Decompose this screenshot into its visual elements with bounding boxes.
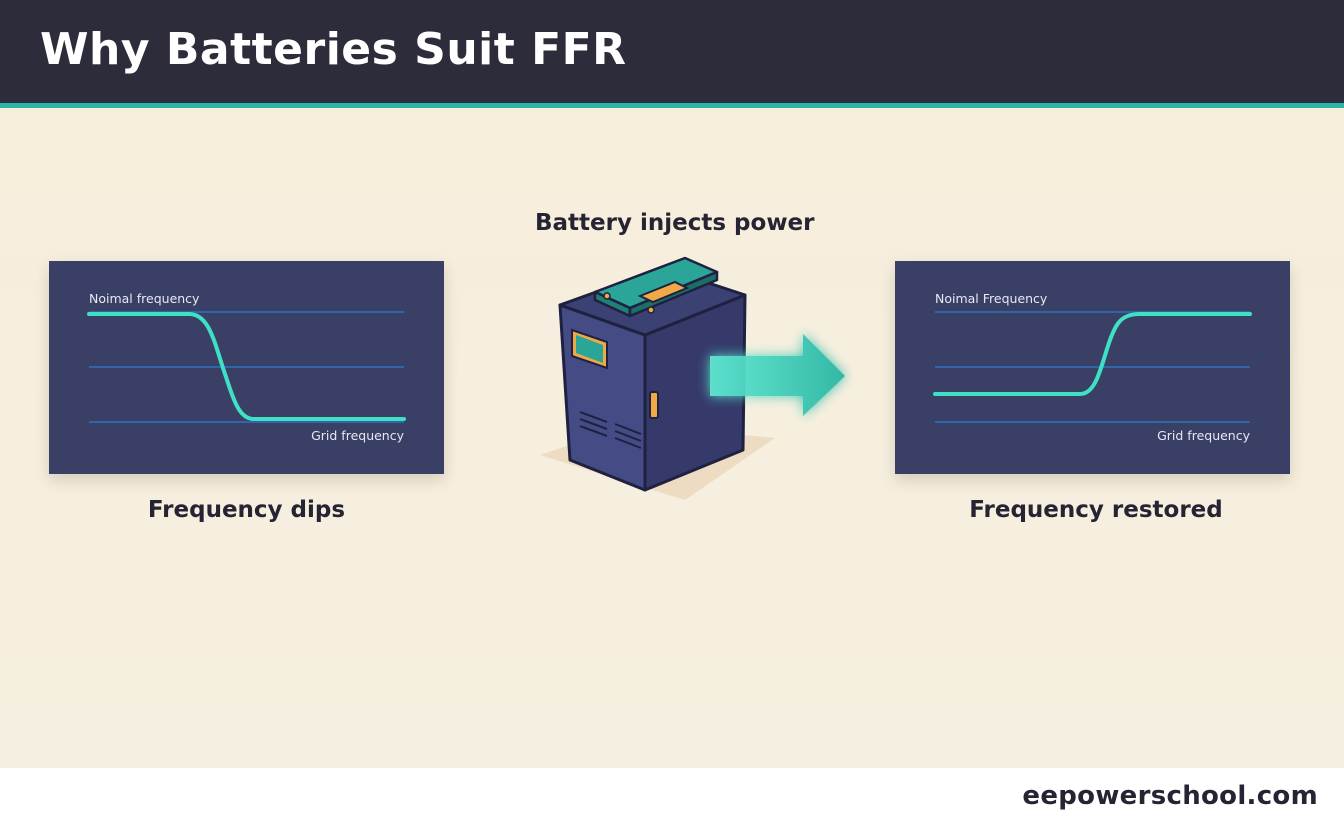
nominal-frequency-label: Noimal frequency [89, 291, 200, 306]
footer-bar [0, 768, 1344, 825]
frequency-dip-plot [87, 311, 406, 423]
header-bar: Why Batteries Suit FFR [0, 0, 1344, 103]
cabinet-handle-icon [649, 391, 659, 419]
grid-frequency-label: Grid frequency [1157, 428, 1250, 443]
frequency-dip-panel: Noimal frequency Grid frequency [49, 261, 444, 474]
frequency-restored-panel: Noimal Frequency Grid frequency [895, 261, 1290, 474]
frequency-trace [87, 312, 406, 421]
frequency-dips-caption: Frequency dips [147, 497, 346, 523]
frequency-restored-caption: Frequency restored [969, 497, 1223, 523]
page-title: Why Batteries Suit FFR [40, 24, 627, 75]
vent-grille-icon [579, 411, 642, 449]
top-module-display-icon [637, 280, 690, 304]
frequency-restored-plot [933, 311, 1252, 423]
header-accent-rule [0, 103, 1344, 108]
power-arrow-icon [710, 334, 845, 416]
grid-frequency-label: Grid frequency [311, 428, 404, 443]
site-watermark: eepowerschool.com [1022, 781, 1318, 811]
battery-caption: Battery injects power [535, 210, 815, 236]
frequency-trace [933, 312, 1252, 396]
nominal-frequency-label: Noimal Frequency [935, 291, 1048, 306]
battery-illustration [540, 256, 845, 500]
